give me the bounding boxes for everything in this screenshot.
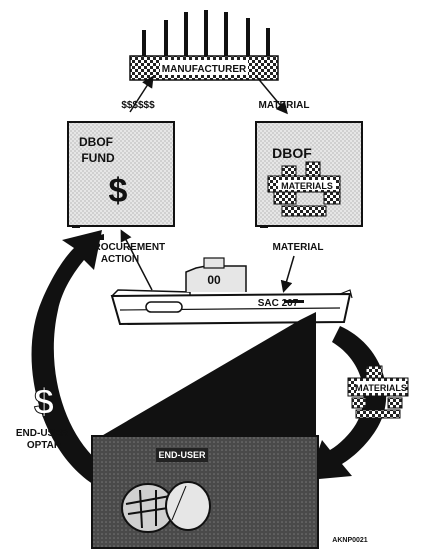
end-user-label: END-USER bbox=[158, 450, 206, 460]
dbof-materials-box bbox=[255, 121, 363, 228]
materials-side-icon bbox=[347, 365, 409, 419]
dbof-materials-title: DBOF bbox=[272, 145, 312, 161]
ship-stack-number: 00 bbox=[207, 273, 221, 287]
end-user-optar-subtitle: OPTAR bbox=[27, 440, 62, 451]
dbof-fund-title: DBOF bbox=[79, 135, 113, 149]
material-curved-arrow bbox=[308, 326, 387, 480]
procurement-label: PROCUREMENT bbox=[87, 242, 165, 253]
material-right-label: MATERIAL bbox=[273, 242, 324, 253]
arrow-dbof-to-ship bbox=[280, 255, 295, 293]
dbof-fund-subtitle: FUND bbox=[81, 151, 115, 165]
materials-box-label: MATERIALS bbox=[281, 181, 333, 191]
arrow-ship-to-fund bbox=[120, 229, 153, 291]
ship-icon bbox=[110, 257, 353, 326]
materials-side-label: MATERIALS bbox=[355, 383, 407, 393]
perspective-wedge bbox=[98, 312, 316, 438]
optar-curved-arrow bbox=[31, 230, 112, 486]
material-top-label: MATERIAL bbox=[259, 100, 310, 111]
arrow-manufacturer-to-dbof bbox=[255, 75, 288, 115]
money-label: $$$$$$ bbox=[121, 100, 155, 111]
procurement-action-label: ACTION bbox=[101, 254, 139, 265]
arrow-money-to-manufacturer bbox=[129, 75, 154, 113]
ship-hull-label: SAC 207 bbox=[258, 298, 299, 309]
end-user-office-icon bbox=[91, 435, 319, 549]
manufacturer-label: MANUFACTURER bbox=[162, 64, 247, 75]
big-dollar-icon: $ bbox=[34, 381, 54, 422]
factory-icon bbox=[129, 10, 279, 81]
figure-id: AKNP0021 bbox=[332, 537, 368, 544]
dollar-icon: $ bbox=[109, 172, 128, 210]
end-user-optar-label: END-USER bbox=[16, 428, 69, 439]
dbof-fund-box bbox=[67, 121, 175, 228]
